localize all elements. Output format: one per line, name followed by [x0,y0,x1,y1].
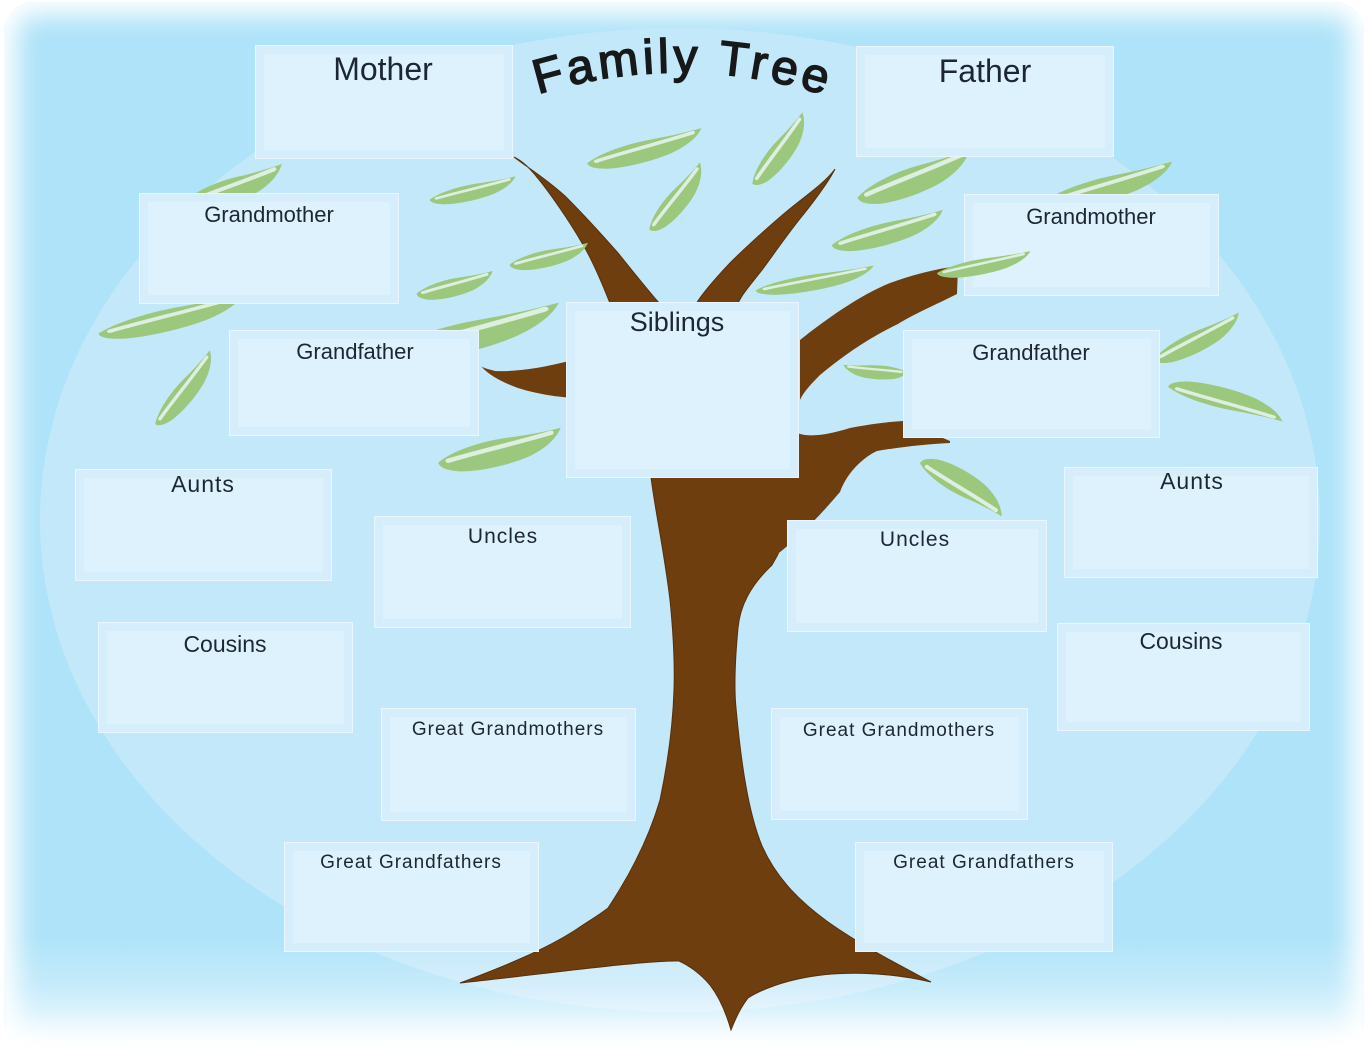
svg-text:Family Tree: Family Tree [527,30,840,106]
